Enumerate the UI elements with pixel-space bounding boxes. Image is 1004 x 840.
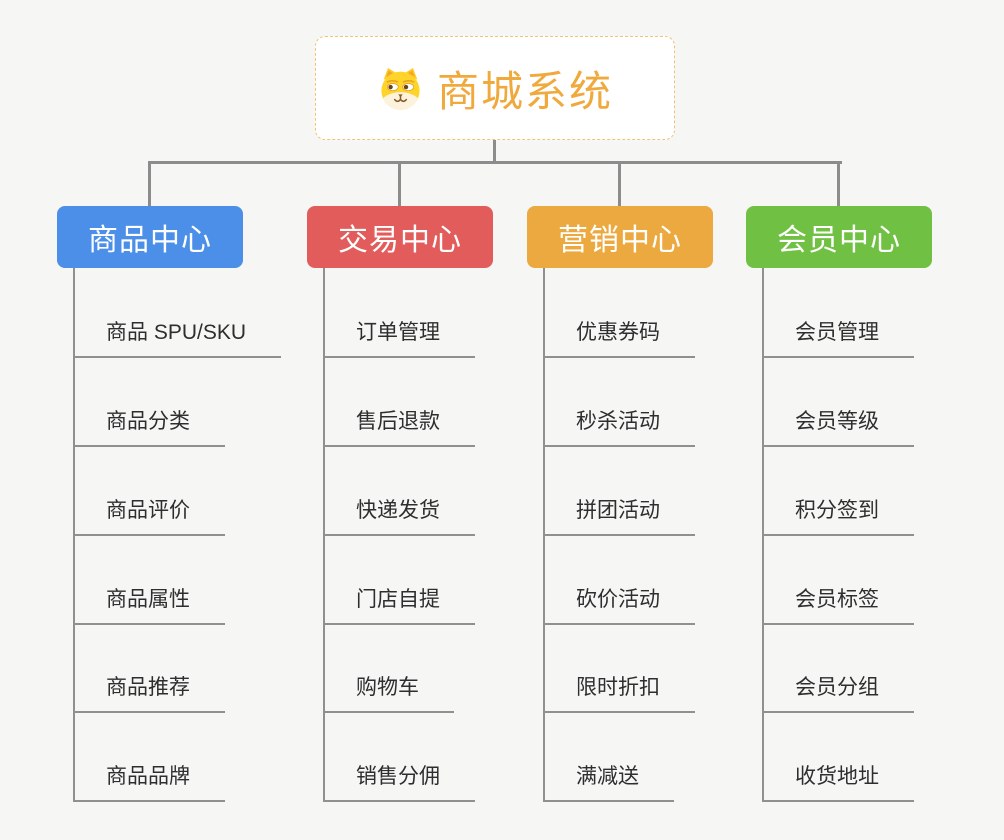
leaf-label: 会员等级: [795, 410, 879, 433]
root-title: 商城系统: [436, 67, 613, 115]
leaf-node[interactable]: 积分签到: [762, 497, 914, 536]
leaf-label: 订单管理: [356, 321, 440, 344]
leaf-node[interactable]: 优惠券码: [543, 319, 695, 358]
leaf-label: 拼团活动: [576, 499, 660, 522]
leaf-label: 会员分组: [795, 676, 879, 699]
connector-drop: [618, 161, 621, 207]
leaf-node[interactable]: 会员等级: [762, 408, 914, 447]
leaf-label: 会员标签: [795, 588, 879, 611]
leaf-label: 限时折扣: [576, 676, 660, 699]
leaf-node[interactable]: 售后退款: [323, 408, 475, 447]
leaf-node[interactable]: 商品属性: [73, 586, 225, 625]
leaf-node[interactable]: 购物车: [323, 674, 454, 713]
branch-marketing-center: 营销中心 优惠券码 秒杀活动 拼团活动 砍价活动 限时折扣 满减送: [527, 206, 777, 816]
connector-horizontal: [148, 161, 842, 164]
leaf-node[interactable]: 会员分组: [762, 674, 914, 713]
leaf-label: 销售分佣: [356, 765, 440, 788]
branch-product-center: 商品中心 商品 SPU/SKU 商品分类 商品评价 商品属性 商品推荐 商品品牌: [57, 206, 307, 816]
leaf-label: 售后退款: [356, 410, 440, 433]
branch-node-marketing-center[interactable]: 营销中心: [527, 206, 713, 268]
connector-drop: [148, 161, 151, 207]
connector-drop: [398, 161, 401, 207]
leaf-node[interactable]: 收货地址: [762, 763, 914, 802]
leaf-node[interactable]: 拼团活动: [543, 497, 695, 536]
leaf-node[interactable]: 商品分类: [73, 408, 225, 447]
branch-node-member-center[interactable]: 会员中心: [746, 206, 932, 268]
dog-face-icon: [381, 67, 420, 110]
branch-node-product-center[interactable]: 商品中心: [57, 206, 243, 268]
branch-member-center: 会员中心 会员管理 会员等级 积分签到 会员标签 会员分组 收货地址: [746, 206, 996, 816]
connector-drop: [837, 161, 840, 207]
leaf-label: 商品推荐: [106, 676, 190, 699]
leaf-node[interactable]: 商品评价: [73, 497, 225, 536]
root-node[interactable]: 商城系统: [315, 36, 675, 140]
leaf-node[interactable]: 门店自提: [323, 586, 475, 625]
leaf-label: 购物车: [356, 676, 419, 699]
leaf-label: 秒杀活动: [576, 410, 660, 433]
leaf-node[interactable]: 商品推荐: [73, 674, 225, 713]
leaf-node[interactable]: 销售分佣: [323, 763, 475, 802]
leaf-label: 商品分类: [106, 410, 190, 433]
leaf-label: 砍价活动: [576, 588, 660, 611]
leaf-node[interactable]: 秒杀活动: [543, 408, 695, 447]
leaf-label: 商品属性: [106, 588, 190, 611]
leaf-node[interactable]: 商品 SPU/SKU: [73, 319, 282, 358]
leaf-label: 快递发货: [356, 499, 440, 522]
leaf-label: 会员管理: [795, 321, 879, 344]
leaf-node[interactable]: 会员标签: [762, 586, 914, 625]
leaf-node[interactable]: 会员管理: [762, 319, 914, 358]
leaf-label: 商品评价: [106, 499, 190, 522]
leaf-node[interactable]: 满减送: [543, 763, 674, 802]
leaf-label: 收货地址: [795, 765, 879, 788]
leaf-node[interactable]: 订单管理: [323, 319, 475, 358]
leaf-label: 积分签到: [795, 499, 879, 522]
branch-node-trade-center[interactable]: 交易中心: [307, 206, 493, 268]
leaf-node[interactable]: 快递发货: [323, 497, 475, 536]
leaf-label: 商品品牌: [106, 765, 190, 788]
leaf-node[interactable]: 限时折扣: [543, 674, 695, 713]
leaf-label: 门店自提: [356, 588, 440, 611]
leaf-label: 优惠券码: [576, 321, 660, 344]
leaf-label: 商品 SPU/SKU: [106, 321, 247, 344]
branch-trade-center: 交易中心 订单管理 售后退款 快递发货 门店自提 购物车 销售分佣: [307, 206, 557, 816]
leaf-label: 满减送: [576, 765, 639, 788]
leaf-node[interactable]: 砍价活动: [543, 586, 695, 625]
leaf-node[interactable]: 商品品牌: [73, 763, 225, 802]
connector-root-stem: [493, 140, 496, 164]
